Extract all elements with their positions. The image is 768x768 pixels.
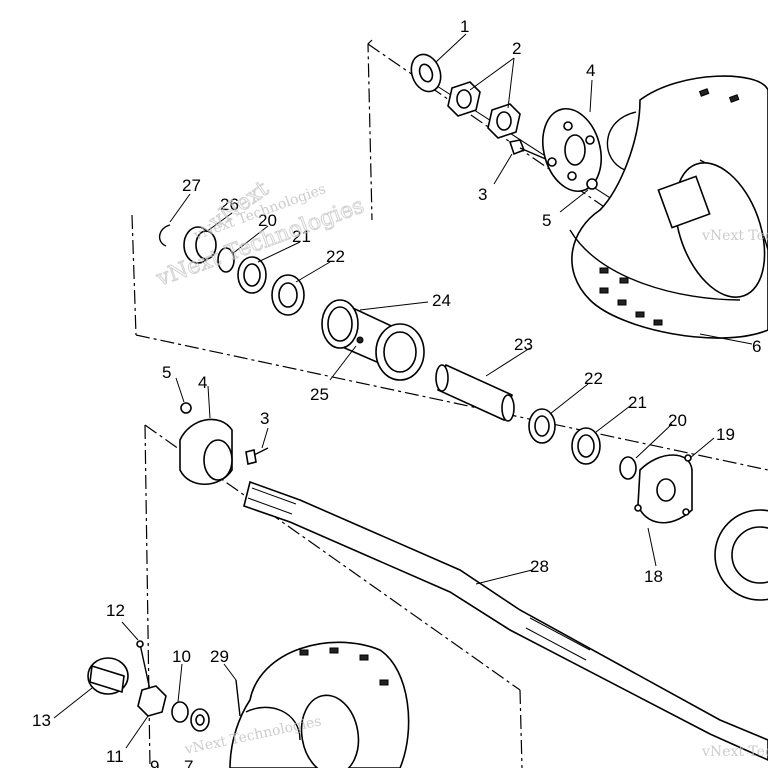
callout-28: 28 bbox=[530, 557, 549, 576]
callout-3-upper: 3 bbox=[478, 185, 487, 204]
seal-part-26 bbox=[183, 226, 217, 264]
callout-4-lower: 4 bbox=[198, 373, 207, 392]
nut-part-11 bbox=[137, 685, 167, 717]
ring-part-20b bbox=[619, 456, 637, 480]
lugnut-part-5a bbox=[586, 178, 598, 190]
callout-24: 24 bbox=[432, 291, 451, 310]
middle-enclosure-lines bbox=[131, 214, 768, 471]
washer-part-1 bbox=[410, 53, 442, 93]
leader-lines bbox=[53, 33, 753, 749]
hub-part-4a bbox=[542, 107, 602, 193]
cotter-pin-part-12 bbox=[136, 640, 151, 691]
callout-13: 13 bbox=[32, 711, 51, 730]
callout-7: 7 bbox=[184, 757, 193, 768]
spacer-part-23 bbox=[435, 363, 515, 422]
callout-5-lower: 5 bbox=[162, 363, 171, 382]
sprocket-part bbox=[714, 509, 768, 601]
bearing-part-22b bbox=[528, 408, 556, 444]
hub-part-4b bbox=[179, 418, 233, 485]
nut-part-2b bbox=[487, 103, 521, 139]
callout-20-upper: 20 bbox=[258, 211, 277, 230]
callout-22-upper: 22 bbox=[326, 247, 345, 266]
callout-11: 11 bbox=[106, 747, 124, 766]
callout-6: 6 bbox=[752, 337, 761, 356]
callout-21-lower: 21 bbox=[628, 393, 647, 412]
callout-21-upper: 21 bbox=[292, 227, 311, 246]
bolt-part-3a bbox=[508, 139, 549, 161]
cap-part-13 bbox=[87, 657, 129, 695]
snap-ring-part-27 bbox=[159, 224, 171, 247]
callout-3-lower: 3 bbox=[260, 409, 269, 428]
callout-labels: 1 2 3 4 5 6 27 26 20 21 22 24 25 23 5 4 … bbox=[32, 17, 761, 768]
callout-5-upper: 5 bbox=[542, 211, 551, 230]
callout-27: 27 bbox=[182, 176, 201, 195]
washer-part-9 bbox=[190, 708, 210, 732]
seal-part-21b bbox=[571, 427, 601, 465]
callout-23: 23 bbox=[514, 335, 533, 354]
rim-part-29 bbox=[235, 679, 241, 717]
callout-9: 9 bbox=[150, 757, 159, 768]
ring-part-20a bbox=[217, 247, 235, 273]
callout-10: 10 bbox=[172, 647, 191, 666]
callout-26: 26 bbox=[220, 195, 239, 214]
callout-2: 2 bbox=[512, 39, 521, 58]
callout-12: 12 bbox=[106, 601, 125, 620]
callout-25: 25 bbox=[310, 385, 329, 404]
callout-18: 18 bbox=[644, 567, 663, 586]
callout-4-upper: 4 bbox=[586, 61, 595, 80]
callout-1: 1 bbox=[460, 17, 469, 36]
bearing-part-22a bbox=[271, 274, 305, 316]
callout-22-lower: 22 bbox=[584, 369, 603, 388]
axle-part-28 bbox=[243, 480, 768, 761]
callout-19: 19 bbox=[716, 425, 735, 444]
bolt-part-3b bbox=[245, 447, 269, 465]
washer-part-10 bbox=[171, 701, 189, 723]
brake-plate-part-18 bbox=[634, 454, 693, 524]
bearing-carrier-part-24 bbox=[321, 299, 425, 381]
callout-20-lower: 20 bbox=[668, 411, 687, 430]
watermark-brand-5: vNext Technologies bbox=[701, 744, 768, 760]
watermark-brand-3: vNext Technologies bbox=[701, 228, 768, 244]
tire-lower-left bbox=[229, 641, 410, 768]
tire-upper-right bbox=[569, 75, 768, 339]
lugnut-part-5b bbox=[180, 402, 192, 414]
callout-29: 29 bbox=[210, 647, 229, 666]
seal-part-21a bbox=[237, 256, 267, 294]
nut-part-2a bbox=[447, 81, 481, 117]
